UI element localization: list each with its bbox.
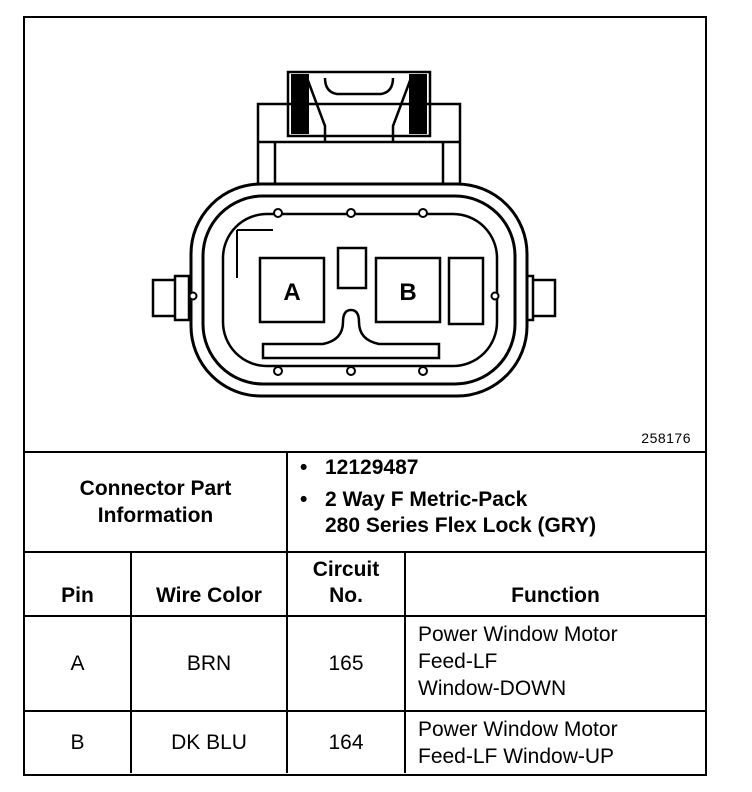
header-function: Function bbox=[404, 551, 705, 617]
figure-id: 258176 bbox=[641, 430, 691, 446]
function-line: Power Window Motor bbox=[418, 718, 618, 741]
circuit-cell: 164 bbox=[286, 710, 406, 773]
function-line: Window-DOWN bbox=[418, 677, 567, 700]
wire-color-cell: BRN bbox=[130, 615, 288, 712]
mounting-holes bbox=[188, 208, 500, 376]
header-circuit: Circuit No. bbox=[286, 551, 406, 617]
terminal-cavity-b: B bbox=[374, 256, 442, 324]
locking-tab bbox=[256, 70, 462, 188]
function-cell: Power Window Motor Feed-LF Window-DOWN bbox=[404, 615, 705, 712]
part-info-row: Connector Part Information 12129487 2 Wa… bbox=[25, 451, 705, 553]
part-description-line1: 2 Way F Metric-Pack bbox=[325, 488, 528, 511]
part-info-label-line2: Information bbox=[97, 504, 214, 527]
pin-cell: A bbox=[25, 615, 132, 712]
terminal-label-a: A bbox=[283, 279, 300, 306]
header-circuit-line1: Circuit bbox=[312, 558, 380, 581]
part-info-label-line1: Connector Part bbox=[79, 477, 232, 500]
header-wire-color: Wire Color bbox=[130, 551, 288, 617]
function-line: Feed-LF bbox=[418, 650, 498, 673]
side-latch-left bbox=[151, 274, 191, 322]
part-number: 12129487 bbox=[298, 455, 705, 481]
pin-cell: B bbox=[25, 710, 132, 773]
connector-table: Connector Part Information 12129487 2 Wa… bbox=[25, 451, 705, 773]
connector-frame: A B 258176 Connector Part Information 12… bbox=[23, 16, 707, 776]
connector-diagram: A B bbox=[151, 70, 557, 398]
table-row: B DK BLU 164 Power Window Motor Feed-LF … bbox=[25, 710, 705, 773]
function-line: Feed-LF Window-UP bbox=[418, 745, 615, 768]
header-circuit-line2: No. bbox=[329, 584, 363, 607]
circuit-cell: 165 bbox=[286, 615, 406, 712]
center-key bbox=[261, 246, 485, 360]
wire-color-cell: DK BLU bbox=[130, 710, 288, 773]
tab-hatch-right bbox=[409, 74, 427, 134]
header-pin: Pin bbox=[25, 551, 132, 617]
part-description-line2: 280 Series Flex Lock (GRY) bbox=[325, 514, 597, 537]
function-line: Power Window Motor bbox=[418, 623, 618, 646]
terminal-label-b: B bbox=[399, 279, 416, 306]
function-cell: Power Window Motor Feed-LF Window-UP bbox=[404, 710, 705, 773]
tab-hatch-left bbox=[291, 74, 309, 134]
part-info-details: 12129487 2 Way F Metric-Pack 280 Series … bbox=[286, 451, 705, 553]
part-description: 2 Way F Metric-Pack 280 Series Flex Lock… bbox=[298, 487, 705, 539]
table-row: A BRN 165 Power Window Motor Feed-LF Win… bbox=[25, 615, 705, 712]
terminal-cavity-a: A bbox=[258, 256, 326, 324]
part-info-label: Connector Part Information bbox=[25, 451, 288, 553]
header-row: Pin Wire Color Circuit No. Function bbox=[25, 551, 705, 617]
connector-body bbox=[189, 182, 529, 398]
